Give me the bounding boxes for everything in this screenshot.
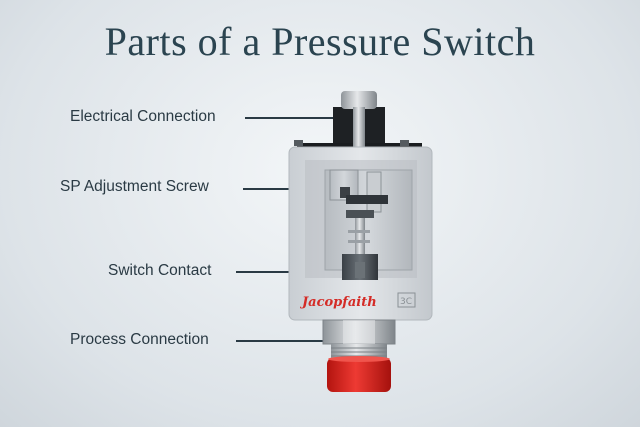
- svg-text:3C: 3C: [400, 297, 412, 307]
- diagram-title: Parts of a Pressure Switch: [104, 19, 536, 64]
- electrical-screw: [341, 91, 377, 109]
- label-sp-adjustment-screw: SP Adjustment Screw: [60, 178, 209, 195]
- red-protective-cap: [327, 358, 391, 392]
- brand-logo: Jacopfaith: [299, 295, 377, 310]
- label-process-connection: Process Connection: [70, 331, 209, 348]
- label-electrical-connection: Electrical Connection: [70, 108, 216, 125]
- label-switch-contact: Switch Contact: [108, 262, 212, 279]
- certification-badge: [397, 292, 416, 308]
